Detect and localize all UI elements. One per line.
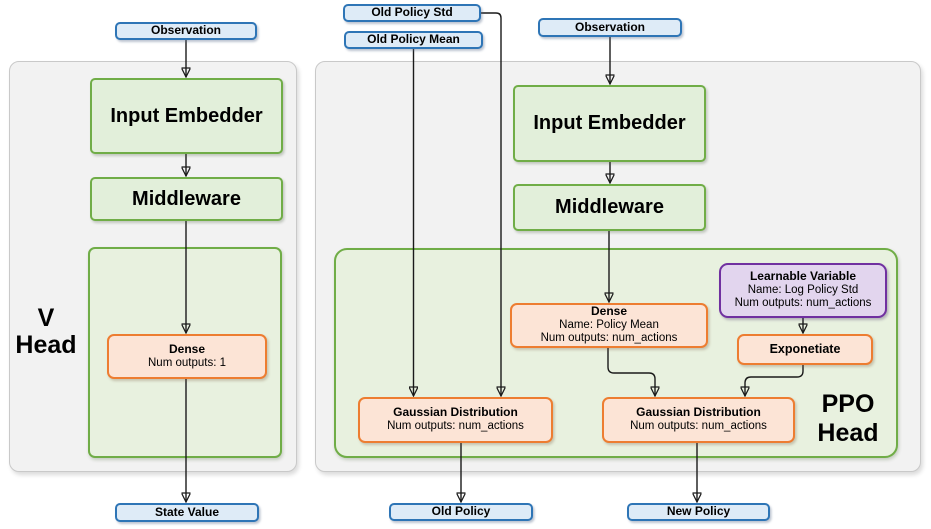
state-value-node: State Value bbox=[115, 503, 259, 522]
observation-node-v: Observation bbox=[115, 22, 257, 40]
state-value-label: State Value bbox=[154, 504, 220, 519]
new-policy-node: New Policy bbox=[627, 503, 770, 521]
new-policy-label: New Policy bbox=[666, 504, 731, 519]
input-embedder-label: Input Embedder bbox=[110, 104, 263, 127]
dense-name: Name: Policy Mean bbox=[559, 319, 659, 332]
gaussian-distribution-num-outputs: Num outputs: num_actions bbox=[630, 420, 767, 433]
old-policy-mean-label: Old Policy Mean bbox=[367, 32, 460, 47]
old-policy-mean-node: Old Policy Mean bbox=[344, 31, 483, 49]
gaussian-distribution-title: Gaussian Distribution bbox=[636, 405, 761, 420]
ppo-head-label-line1: PPO bbox=[821, 390, 875, 418]
v-head-label: V Head bbox=[12, 305, 80, 359]
old-policy-std-label: Old Policy Std bbox=[371, 5, 453, 20]
middleware-label: Middleware bbox=[555, 196, 664, 218]
learnable-variable-num-outputs: Num outputs: num_actions bbox=[734, 297, 872, 310]
learnable-variable-name: Name: Log Policy Std bbox=[747, 284, 859, 297]
learnable-variable-title: Learnable Variable bbox=[749, 269, 857, 284]
dense-title: Dense bbox=[168, 341, 206, 356]
input-embedder-label: Input Embedder bbox=[533, 112, 686, 134]
middleware-label: Middleware bbox=[132, 187, 241, 210]
dense-node-ppo: Dense Name: Policy Mean Num outputs: num… bbox=[510, 303, 708, 348]
input-embedder-node-ppo: Input Embedder bbox=[513, 85, 706, 162]
gaussian-distribution-num-outputs: Num outputs: num_actions bbox=[387, 420, 524, 433]
gaussian-distribution-old-node: Gaussian Distribution Num outputs: num_a… bbox=[358, 397, 553, 443]
dense-node-v: Dense Num outputs: 1 bbox=[107, 334, 267, 379]
ppo-head-label: PPO Head bbox=[808, 390, 888, 448]
middleware-node-ppo: Middleware bbox=[513, 184, 706, 231]
observation-label: Observation bbox=[150, 23, 222, 38]
arrow-exponetiate-to-gaussian-new bbox=[745, 365, 804, 396]
input-embedder-node-v: Input Embedder bbox=[90, 78, 283, 154]
gaussian-distribution-new-node: Gaussian Distribution Num outputs: num_a… bbox=[602, 397, 795, 443]
old-policy-node: Old Policy bbox=[389, 503, 533, 521]
exponetiate-label: Exponetiate bbox=[769, 342, 841, 357]
exponetiate-node: Exponetiate bbox=[737, 334, 873, 365]
gaussian-distribution-title: Gaussian Distribution bbox=[393, 405, 518, 420]
dense-num-outputs: Num outputs: 1 bbox=[148, 356, 226, 369]
v-head-label-line2: Head bbox=[15, 331, 77, 359]
observation-label: Observation bbox=[574, 19, 646, 34]
v-head-label-line1: V bbox=[37, 304, 55, 332]
middleware-node-v: Middleware bbox=[90, 177, 283, 221]
observation-node-ppo: Observation bbox=[538, 18, 682, 37]
old-policy-std-node: Old Policy Std bbox=[343, 4, 481, 22]
dense-title: Dense bbox=[590, 304, 628, 319]
dense-num-outputs: Num outputs: num_actions bbox=[540, 332, 678, 345]
ppo-head-label-line2: Head bbox=[817, 419, 879, 447]
arrow-dense-to-gaussian-new bbox=[607, 348, 655, 396]
old-policy-label: Old Policy bbox=[431, 504, 491, 519]
learnable-variable-node: Learnable Variable Name: Log Policy Std … bbox=[719, 263, 887, 318]
arrow-old-policy-std-to-gaussian-old bbox=[481, 12, 501, 396]
